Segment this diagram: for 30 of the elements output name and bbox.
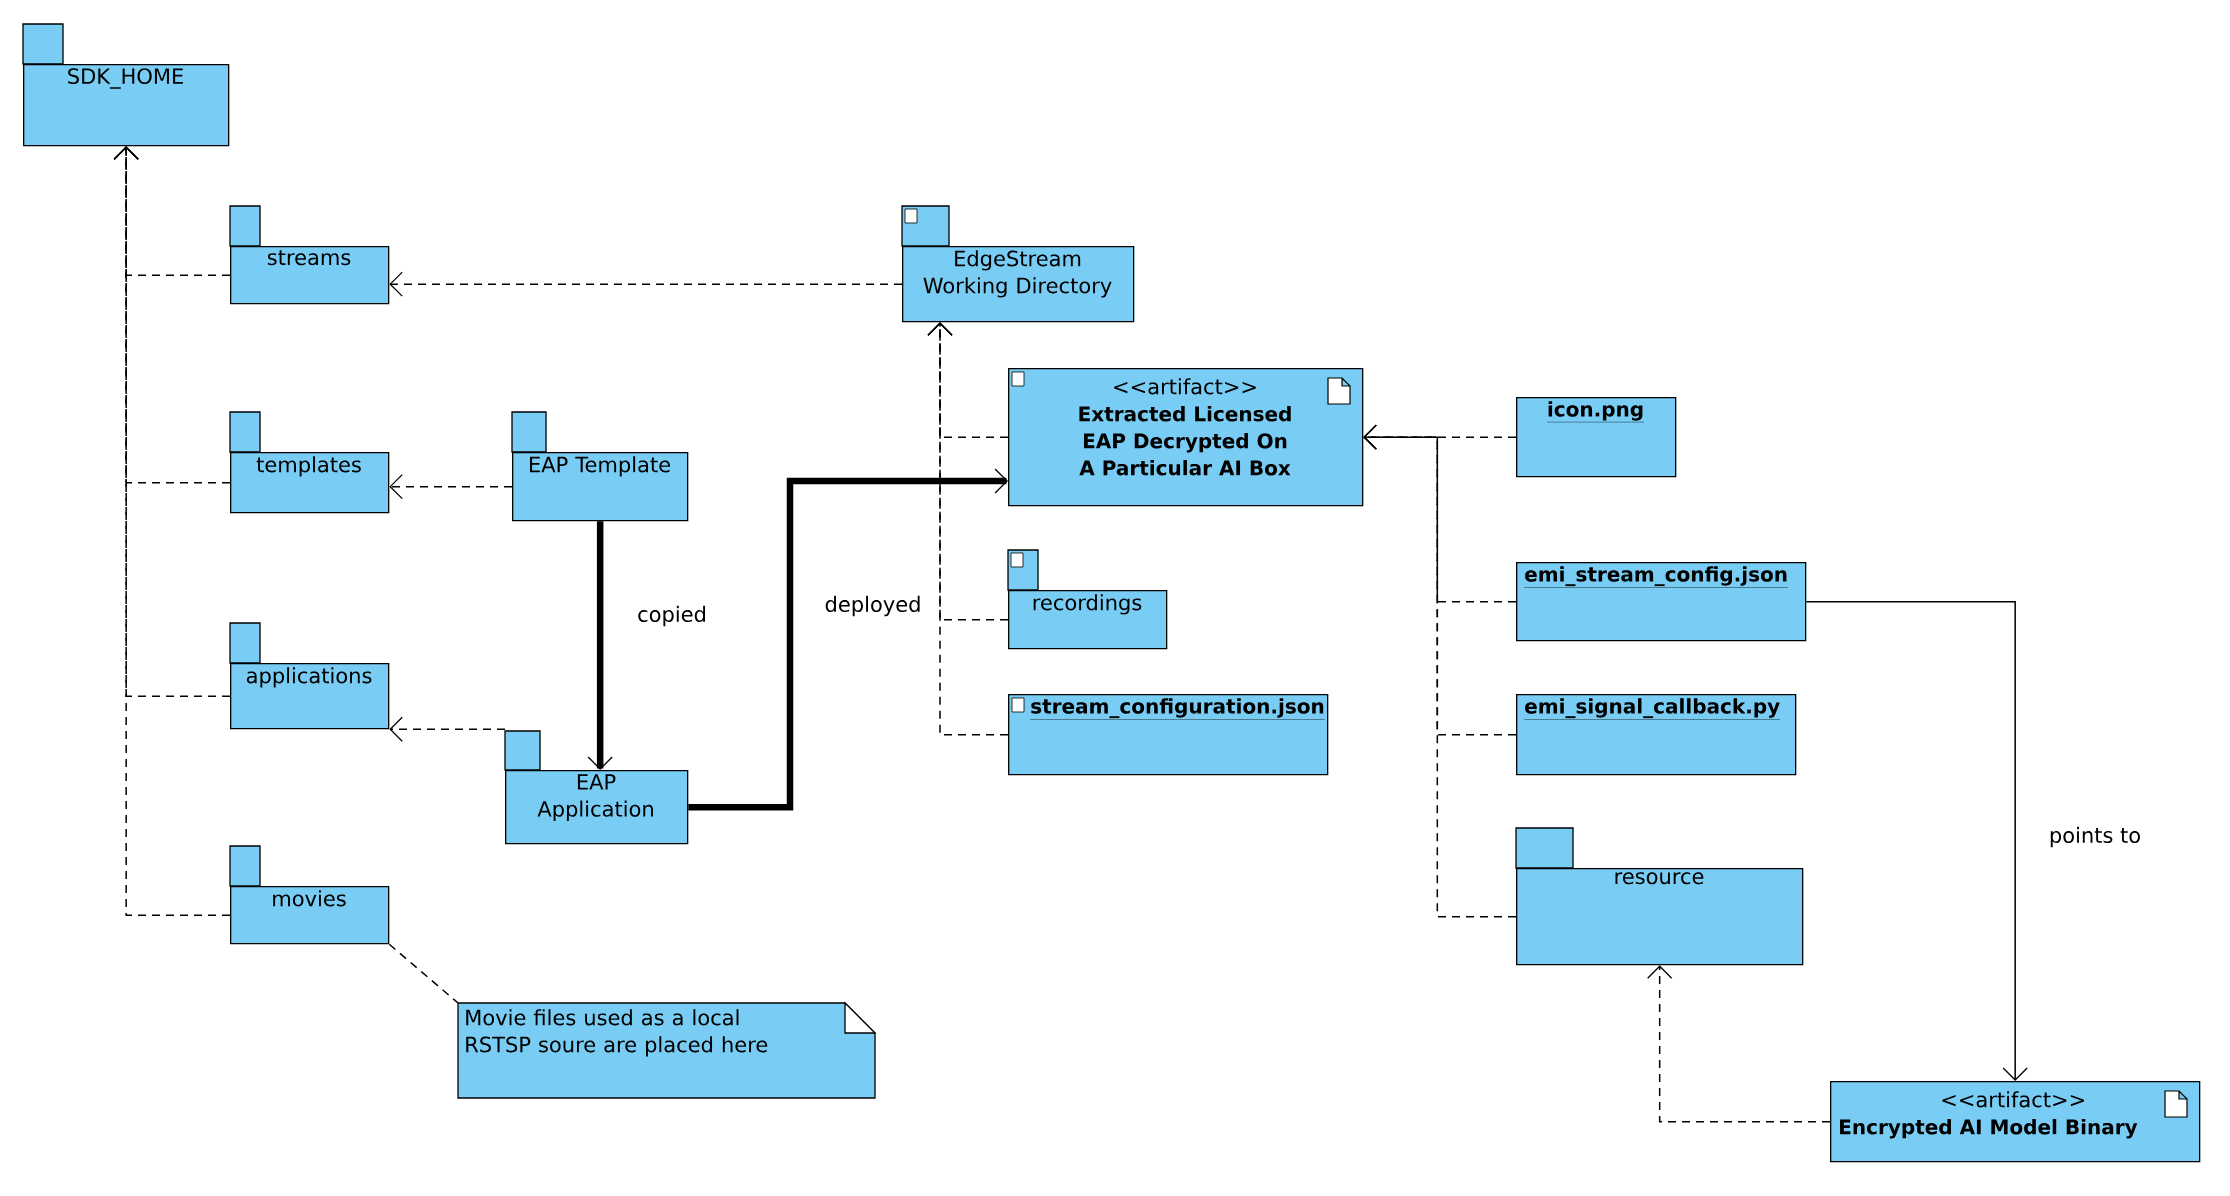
arrow <box>1363 424 1517 918</box>
arrow <box>389 271 903 297</box>
arrow <box>113 146 231 916</box>
package-folder: streams <box>229 205 390 305</box>
arrow <box>389 716 506 742</box>
package-folder: EAP Template <box>511 411 689 522</box>
package-folder: EdgeStream Working Directory <box>901 205 1135 323</box>
arrow <box>389 474 513 500</box>
file-box: stream_configuration.json <box>1008 694 1329 776</box>
arrow <box>688 468 1008 811</box>
package-folder: SDK_HOME <box>22 23 230 147</box>
package-folder: movies <box>229 845 390 945</box>
file-box: emi_signal_callback.py <box>1516 694 1797 776</box>
package-folder: templates <box>229 411 390 514</box>
artifact-box: <<artifact>> Extracted Licensed EAP Decrypted On A Particular AI Box <box>1008 368 1364 507</box>
package-folder: resource <box>1515 827 1804 966</box>
package-folder: applications <box>229 622 390 730</box>
connector-line <box>388 943 459 1004</box>
artifact-box: <<artifact>> Encrypted AI Model Binary <box>1830 1081 2201 1163</box>
package-folder: recordings <box>1007 549 1168 650</box>
arrow <box>1805 600 2028 1081</box>
package-folder: EAP Application <box>504 730 689 845</box>
arrow <box>1647 965 1831 1123</box>
arrow <box>927 322 1009 736</box>
edge-label: copied <box>635 603 709 629</box>
edge-label: points to <box>2046 824 2144 850</box>
arrow <box>587 521 613 770</box>
file-box: emi_stream_config.json <box>1516 562 1807 642</box>
edge-label: deployed <box>822 593 924 619</box>
file-box: icon.png <box>1516 397 1677 478</box>
